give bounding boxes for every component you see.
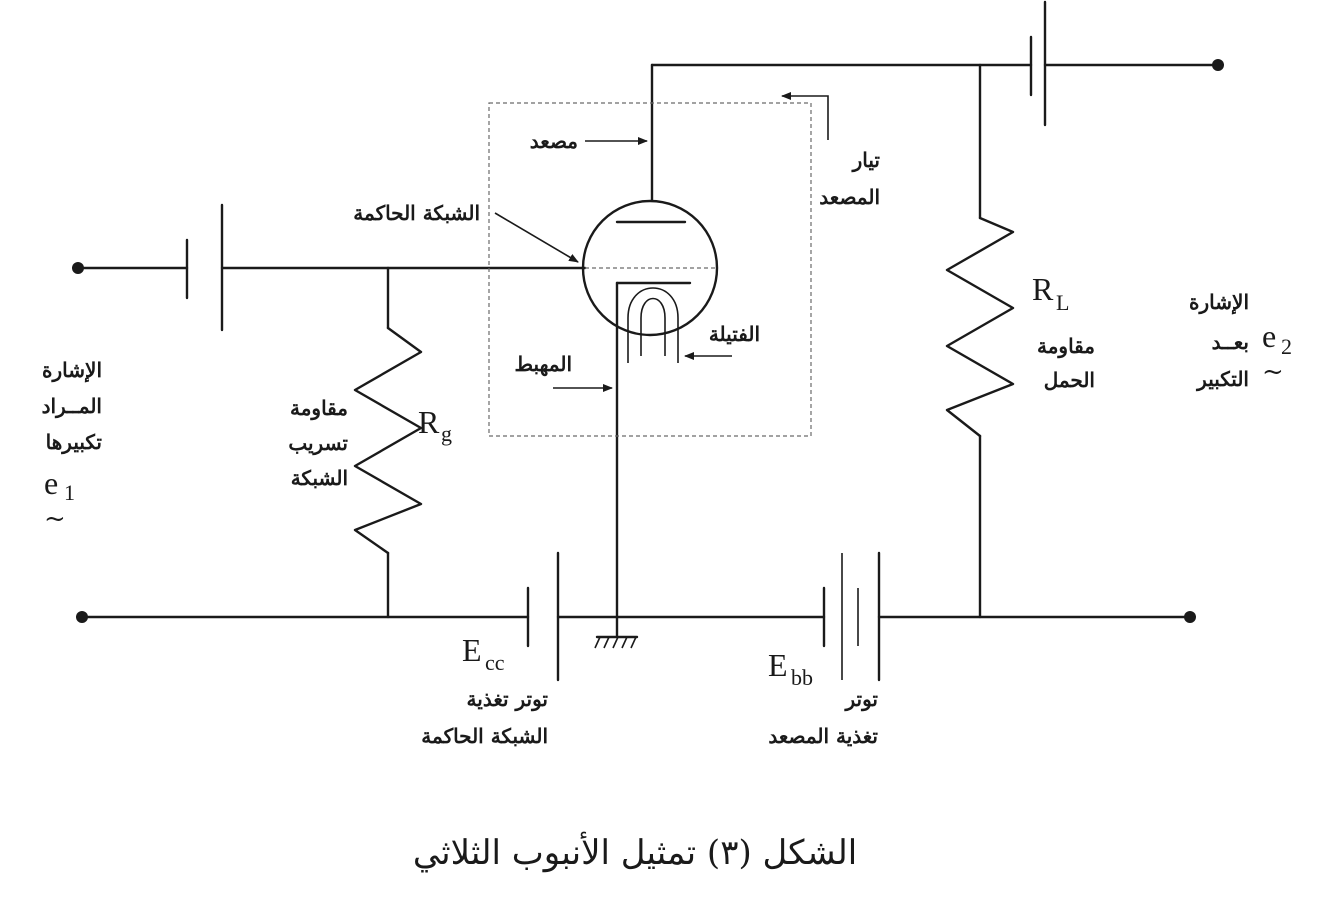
output-signal-label-line2: بعــد — [1212, 330, 1249, 354]
filament-label: الفتيلة — [709, 322, 760, 346]
output-coupling-capacitor — [1029, 0, 1047, 127]
grid-leak-label-line1: مقاومة — [290, 396, 348, 421]
cathode-label: المهبط — [515, 352, 572, 377]
ebb-symbol: E bb — [768, 647, 813, 690]
filament-coil — [627, 287, 679, 363]
input-signal-label-line1: الإشارة — [42, 358, 102, 383]
svg-text:g: g — [441, 421, 452, 446]
input-signal-label-line3: تكبيرها — [46, 430, 103, 455]
anode-supply-label-line2: تغذية المصعد — [768, 724, 878, 748]
svg-text:E: E — [768, 647, 788, 683]
e2-symbol: e 2 ~ — [1262, 318, 1292, 387]
output-signal-label-line1: الإشارة — [1189, 290, 1249, 315]
input-signal-label-line2: المــراد — [42, 394, 102, 419]
anode-label: مصعد — [530, 129, 578, 153]
input-coupling-capacitor — [185, 203, 224, 332]
tube-boundary-box — [488, 102, 812, 437]
tube-envelope — [581, 199, 719, 337]
svg-text:R: R — [418, 404, 440, 440]
grid-leak-label-line3: الشبكة — [291, 466, 348, 490]
grid-supply-battery — [526, 551, 560, 682]
grid-leak-resistor — [353, 326, 423, 555]
anode-supply-battery — [822, 551, 881, 682]
output-terminal-top — [1212, 59, 1224, 71]
svg-text:e: e — [1262, 318, 1276, 354]
svg-text:E: E — [462, 632, 482, 668]
svg-text:~: ~ — [1262, 357, 1284, 387]
grid-supply-label-line1: توتر تغذية — [467, 687, 549, 712]
svg-text:2: 2 — [1281, 334, 1292, 359]
figure-caption: الشكل (٣) تمثيل الأنبوب الثلاثي — [413, 831, 857, 873]
grid-supply-label-line2: الشبكة الحاكمة — [421, 724, 548, 748]
load-label-line1: مقاومة — [1037, 334, 1095, 359]
svg-text:e: e — [44, 465, 58, 501]
rl-symbol: R L — [1032, 271, 1069, 315]
svg-text:~: ~ — [44, 504, 66, 534]
grid-arrow — [494, 212, 579, 263]
anode-current-label-line2: المصعد — [819, 185, 880, 209]
rg-symbol: R g — [418, 404, 452, 446]
triode-tube — [488, 102, 812, 437]
circuit-wires — [76, 63, 1220, 639]
svg-text:bb: bb — [791, 665, 813, 690]
svg-text:1: 1 — [64, 480, 75, 505]
load-label-line2: الحمل — [1044, 368, 1095, 392]
grid-leak-label-line2: تسريب — [288, 431, 348, 456]
output-signal-label-line3: التكبير — [1195, 367, 1249, 392]
ecc-symbol: E cc — [462, 632, 505, 675]
ground-icon — [594, 635, 639, 649]
pointer-arrows — [494, 92, 829, 392]
load-resistor — [945, 216, 1015, 438]
svg-text:R: R — [1032, 271, 1054, 307]
output-terminal-bottom — [1184, 611, 1196, 623]
e1-symbol: e 1 ~ — [44, 465, 75, 534]
input-terminal-top — [72, 262, 84, 274]
anode-current-label-line1: تيار — [851, 148, 881, 173]
svg-text:L: L — [1056, 290, 1069, 315]
input-terminal-bottom — [76, 611, 88, 623]
control-grid-label: الشبكة الحاكمة — [353, 201, 480, 225]
anode-current-arrow — [781, 92, 829, 140]
svg-text:cc: cc — [485, 650, 505, 675]
anode-supply-label-line1: توتر — [844, 687, 879, 712]
